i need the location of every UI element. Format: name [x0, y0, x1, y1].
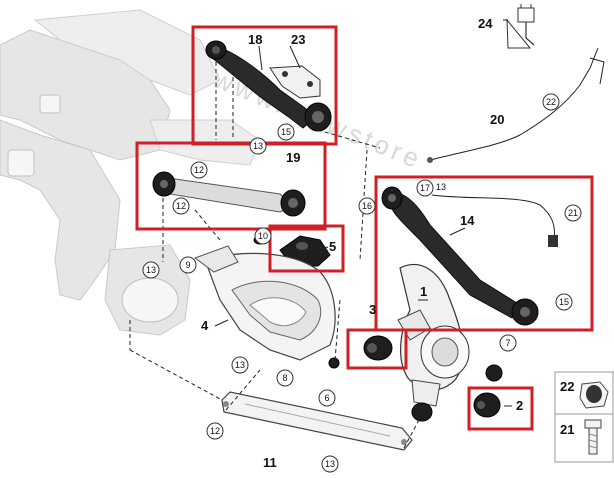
legend-label-22: 22 [560, 379, 574, 394]
highlight-box-3 [346, 328, 408, 370]
callout-13-near-17: 13 [436, 182, 446, 192]
callout-5: 5 [329, 239, 336, 254]
electrical-plug-icon [506, 4, 535, 49]
svg-text:13: 13 [253, 141, 263, 151]
callout-11: 11 [263, 455, 277, 470]
svg-text:6: 6 [324, 393, 329, 403]
callout-24: 24 [478, 16, 493, 31]
circled-callout-22: 22 [542, 93, 560, 111]
callout-19: 19 [286, 150, 300, 165]
svg-text:22: 22 [546, 97, 556, 107]
circled-callout-13-top: 13 [249, 137, 267, 155]
highlight-box-19 [135, 141, 327, 231]
svg-text:15: 15 [559, 297, 569, 307]
svg-text:13: 13 [146, 265, 156, 275]
circled-callout-10: 10 [254, 227, 272, 245]
svg-text:12: 12 [210, 426, 220, 436]
callout-4: 4 [201, 318, 209, 333]
circled-callout-8: 8 [276, 369, 294, 387]
circled-callout-9: 9 [179, 256, 197, 274]
callouts: 18 23 24 20 19 14 1 3 5 4 11 2 15 13 22 … [142, 16, 582, 473]
highlight-box-14 [374, 175, 594, 332]
svg-text:13: 13 [235, 360, 245, 370]
highlight-box-5 [268, 224, 345, 273]
circled-callout-13-bottom: 13 [321, 455, 339, 473]
svg-text:15: 15 [281, 127, 291, 137]
svg-text:7: 7 [505, 338, 510, 348]
callout-1: 1 [420, 284, 427, 299]
callout-23: 23 [291, 32, 305, 47]
circled-callout-13-mid: 13 [231, 356, 249, 374]
svg-text:16: 16 [362, 201, 372, 211]
lower-wishbone-4 [193, 245, 336, 361]
leader-lines [129, 19, 512, 449]
highlight-boxes [135, 25, 594, 431]
legend-box: 22 21 [554, 371, 614, 463]
svg-text:13: 13 [325, 459, 335, 469]
svg-text:10: 10 [258, 231, 268, 241]
circled-callout-17: 17 [416, 179, 434, 197]
circled-callout-12-c: 12 [206, 422, 224, 440]
callout-3: 3 [369, 302, 376, 317]
circled-callout-16: 16 [358, 197, 376, 215]
circled-callout-12-b: 12 [172, 197, 190, 215]
callout-20: 20 [490, 112, 504, 127]
circled-callout-13-left: 13 [142, 261, 160, 279]
circled-callout-15-right: 15 [555, 293, 573, 311]
circled-callout-7: 7 [499, 334, 517, 352]
svg-text:21: 21 [568, 208, 578, 218]
circled-callout-6: 6 [318, 389, 336, 407]
tie-bar-11 [221, 391, 413, 451]
legend-label-21: 21 [560, 422, 574, 437]
control-arm-14-group [381, 186, 539, 326]
sensor-cable-group [427, 4, 605, 247]
svg-text:12: 12 [194, 165, 204, 175]
svg-text:8: 8 [282, 373, 287, 383]
callout-2: 2 [516, 398, 523, 413]
upper-control-arm-group [205, 40, 332, 132]
callout-14: 14 [460, 213, 475, 228]
svg-text:9: 9 [185, 260, 190, 270]
highlight-box-2 [467, 386, 534, 431]
circled-callout-21: 21 [564, 204, 582, 222]
callout-18: 18 [248, 32, 262, 47]
circled-callout-15-top: 15 [277, 123, 295, 141]
circled-callout-12-a: 12 [190, 161, 208, 179]
svg-text:17: 17 [420, 183, 430, 193]
control-arm-19-group [152, 171, 306, 217]
wheel-carrier-1 [397, 263, 470, 407]
svg-text:12: 12 [176, 201, 186, 211]
